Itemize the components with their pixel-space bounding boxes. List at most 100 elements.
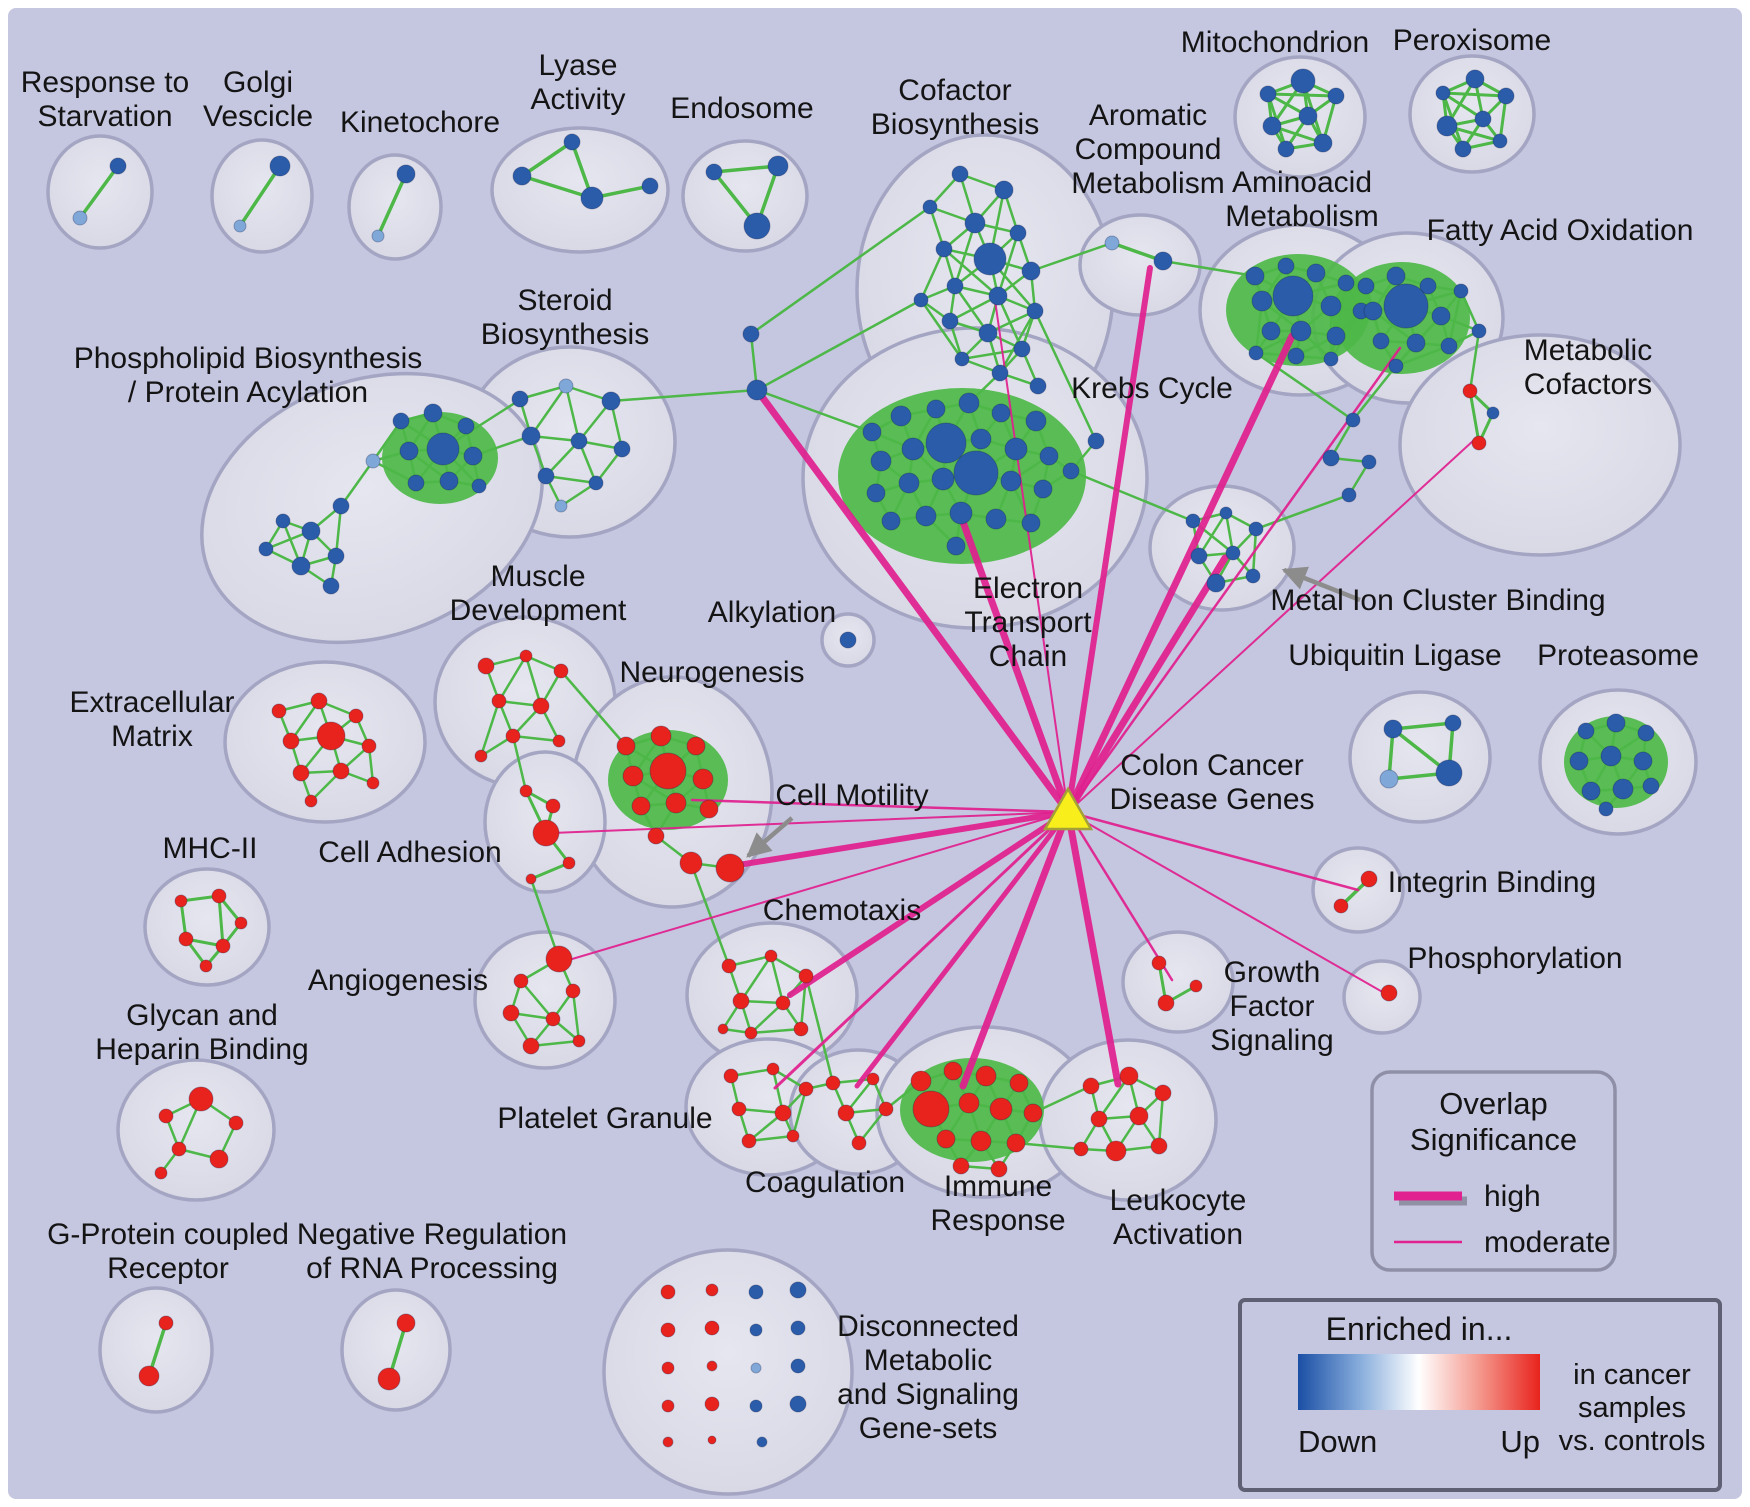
glycan-heparin-binding-node-5[interactable] (154, 1166, 168, 1180)
ubiquitin-ligase-node-0[interactable] (1383, 719, 1403, 739)
connector-node-1[interactable] (742, 325, 760, 343)
immune-response-node-2[interactable] (975, 1065, 997, 1087)
disconnected-gene-sets-node-15[interactable] (790, 1320, 806, 1336)
neurogenesis-node-1[interactable] (650, 725, 672, 747)
integrin-binding-node-0[interactable] (1333, 898, 1349, 914)
metabolic-cofactors-node-1[interactable] (1486, 406, 1500, 420)
cofactor-biosynthesis-node-12[interactable] (978, 323, 998, 343)
cofactor-biosynthesis-node-16[interactable] (1029, 377, 1047, 395)
g-protein-coupled-receptor-node-1[interactable] (138, 1365, 160, 1387)
mhc-ii-node-1[interactable] (211, 888, 227, 904)
steroid-biosynthesis-node-7[interactable] (588, 475, 604, 491)
phospholipid-biosynthesis-node-3[interactable] (399, 441, 419, 461)
muscle-development-node-1[interactable] (519, 649, 533, 663)
disconnected-gene-sets-node-14[interactable] (789, 1281, 807, 1299)
proteasome-node-6[interactable] (1581, 781, 1601, 801)
ubiquitin-ligase-node-2[interactable] (1379, 769, 1399, 789)
endosome-node-0[interactable] (705, 163, 723, 181)
cell-adhesion-node-2[interactable] (532, 819, 560, 847)
metal-ion-cluster-binding-node-2[interactable] (1248, 521, 1264, 537)
peroxisome-node-6[interactable] (1492, 133, 1508, 149)
extracellular-matrix-node-0[interactable] (271, 703, 287, 719)
mitochondrion-node-1[interactable] (1290, 68, 1316, 94)
cell-adhesion-node-4[interactable] (525, 873, 537, 885)
proteasome-node-1[interactable] (1606, 713, 1626, 733)
electron-transport-chain-node-23[interactable] (946, 536, 966, 556)
growth-factor-signaling-node-2[interactable] (1157, 994, 1175, 1012)
cofactor-biosynthesis-node-2[interactable] (922, 199, 938, 215)
cofactor-biosynthesis-node-11[interactable] (941, 312, 959, 330)
connector-node-4[interactable] (1361, 454, 1377, 470)
neurogenesis-node-7[interactable] (665, 792, 687, 814)
disconnected-gene-sets-node-10[interactable] (748, 1284, 764, 1300)
cell-adhesion-node-0[interactable] (519, 784, 533, 798)
phospholipid-biosynthesis-node-4[interactable] (426, 432, 460, 466)
aminoacid-metabolism-node-8[interactable] (1261, 321, 1281, 341)
fatty-acid-oxidation-node-7[interactable] (1406, 333, 1426, 353)
metal-ion-cluster-binding-node-4[interactable] (1225, 545, 1241, 561)
proteasome-node-7[interactable] (1612, 778, 1634, 800)
phospholipid-biosynthesis-node-5[interactable] (463, 446, 483, 466)
cofactor-biosynthesis-node-15[interactable] (991, 364, 1009, 382)
electron-transport-chain-node-22[interactable] (1021, 513, 1041, 533)
endosome-node-1[interactable] (767, 155, 789, 177)
mhc-ii-node-3[interactable] (178, 931, 194, 947)
phospholipid-biosynthesis-node-7[interactable] (439, 471, 459, 491)
disconnected-gene-sets-node-17[interactable] (789, 1395, 807, 1413)
mitochondrion-node-0[interactable] (1259, 85, 1277, 103)
phospholipid-biosynthesis-node-2[interactable] (457, 417, 475, 435)
steroid-biosynthesis-node-5[interactable] (613, 440, 631, 458)
platelet-granule-node-6[interactable] (786, 1129, 800, 1143)
angiogenesis-node-3[interactable] (502, 1004, 520, 1022)
proteasome-node-9[interactable] (1598, 801, 1614, 817)
coagulation-node-2[interactable] (837, 1104, 855, 1122)
electron-transport-chain-node-5[interactable] (1025, 410, 1047, 432)
metabolic-cofactors-node-0[interactable] (1462, 383, 1478, 399)
golgi-vescicle-node-0[interactable] (233, 219, 247, 233)
chemotaxis-node-4[interactable] (775, 995, 791, 1011)
muscle-development-node-0[interactable] (477, 657, 495, 675)
phospholipid-biosynthesis-node-16[interactable] (322, 577, 340, 595)
extracellular-matrix-node-6[interactable] (292, 764, 310, 782)
peroxisome-node-3[interactable] (1436, 115, 1458, 137)
chemotaxis-node-2[interactable] (798, 968, 814, 984)
neurogenesis-node-0[interactable] (616, 736, 636, 756)
fatty-acid-oxidation-node-6[interactable] (1372, 332, 1390, 350)
aminoacid-metabolism-node-1[interactable] (1277, 257, 1295, 275)
leukocyte-activation-node-0[interactable] (1082, 1077, 1100, 1095)
cofactor-biosynthesis-node-14[interactable] (954, 351, 970, 367)
electron-transport-chain-node-21[interactable] (985, 508, 1007, 530)
electron-transport-chain-node-13[interactable] (898, 472, 920, 494)
leukocyte-activation-node-4[interactable] (1129, 1106, 1149, 1126)
phospholipid-biosynthesis-node-10[interactable] (332, 497, 350, 515)
immune-response-node-7[interactable] (1023, 1103, 1043, 1123)
phosphorylation-node-0[interactable] (1380, 984, 1398, 1002)
platelet-granule-node-4[interactable] (774, 1104, 792, 1122)
electron-transport-chain-node-0[interactable] (862, 422, 882, 442)
immune-response-node-4[interactable] (912, 1090, 950, 1128)
coagulation-node-4[interactable] (851, 1135, 867, 1151)
cofactor-biosynthesis-node-10[interactable] (1026, 302, 1044, 320)
neurogenesis-node-11[interactable] (715, 853, 745, 883)
chemotaxis-node-0[interactable] (721, 958, 737, 974)
peroxisome-node-1[interactable] (1465, 69, 1485, 89)
phospholipid-biosynthesis-node-12[interactable] (275, 513, 291, 529)
platelet-granule-node-3[interactable] (731, 1101, 747, 1117)
angiogenesis-node-6[interactable] (572, 1034, 586, 1048)
neurogenesis-node-9[interactable] (647, 827, 665, 845)
connector-node-3[interactable] (1322, 449, 1340, 467)
mitochondrion-node-2[interactable] (1327, 87, 1345, 105)
immune-response-node-0[interactable] (910, 1070, 932, 1092)
fatty-acid-oxidation-node-1[interactable] (1386, 266, 1406, 286)
disconnected-gene-sets-node-12[interactable] (750, 1362, 762, 1374)
muscle-development-node-7[interactable] (474, 749, 488, 763)
extracellular-matrix-node-7[interactable] (332, 762, 350, 780)
kinetochore-node-0[interactable] (371, 229, 385, 243)
proteasome-node-5[interactable] (1633, 751, 1653, 771)
muscle-development-node-3[interactable] (491, 693, 507, 709)
muscle-development-node-6[interactable] (552, 734, 566, 748)
coagulation-node-3[interactable] (878, 1101, 894, 1117)
aminoacid-metabolism-node-0[interactable] (1245, 266, 1265, 286)
disconnected-gene-sets-node-11[interactable] (749, 1323, 763, 1337)
immune-response-node-6[interactable] (989, 1097, 1013, 1121)
